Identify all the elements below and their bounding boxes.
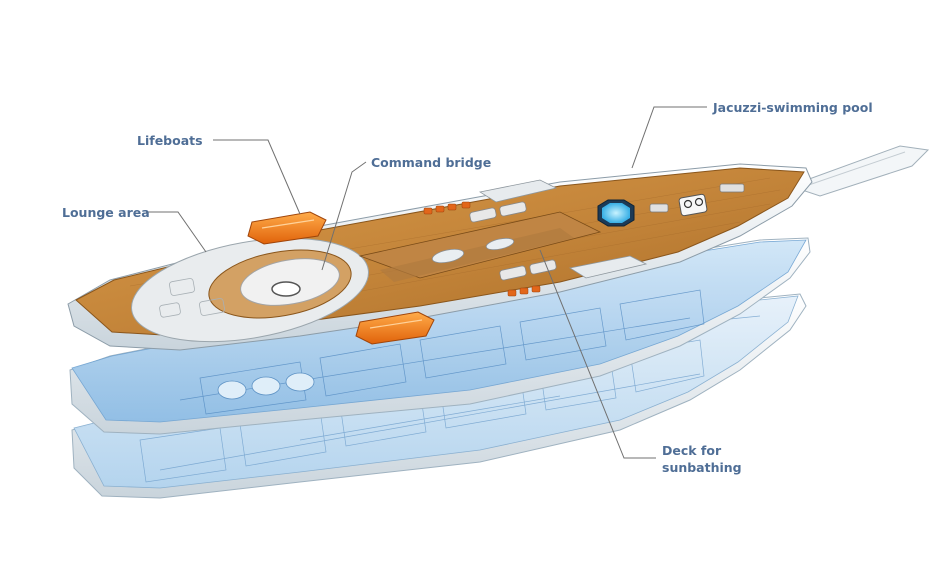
- label-deck-line1: Deck for: [662, 443, 722, 458]
- helm-wheel: [271, 281, 301, 297]
- label-lifeboats: Lifeboats: [137, 133, 203, 148]
- label-jacuzzi-swimming-pool: Jacuzzi-swimming pool: [713, 100, 873, 115]
- leader-lounge-area: [146, 211, 207, 253]
- label-lounge-area: Lounge area: [62, 205, 150, 220]
- lifeboat-icon: [355, 311, 435, 345]
- middle-deck-rooms: [179, 289, 705, 415]
- lifeboat-stern-upper: [247, 211, 327, 245]
- bridge-skylight: [431, 248, 465, 264]
- jacuzzi-pool: [597, 199, 635, 227]
- sunbathing-loungers: [469, 201, 557, 281]
- middle-deck-seating: [217, 372, 315, 400]
- lifeboat-icon: [247, 211, 327, 245]
- leader-jacuzzi: [631, 106, 707, 169]
- leader-command-bridge: [321, 161, 367, 271]
- middle-deck-layer: [69, 237, 811, 435]
- leader-lifeboats: [213, 139, 301, 215]
- command-bridge: [358, 211, 602, 282]
- davits: [478, 179, 648, 279]
- lounge-area: [131, 237, 369, 343]
- lifeboat-stern-lower: [355, 311, 435, 345]
- deck-cushions: [423, 201, 541, 297]
- leader-deck-sunbathing: [539, 249, 656, 459]
- label-command-bridge: Command bridge: [371, 155, 492, 170]
- leader-lines: [146, 106, 707, 459]
- bow-fittings: [649, 183, 745, 217]
- label-deck-line2: sunbathing: [662, 460, 742, 475]
- bowsprit: [788, 145, 930, 197]
- lounge-furniture: [159, 278, 225, 318]
- label-deck-for-sunbathing: Deck for sunbathing: [662, 442, 742, 476]
- top-deck-layer: [67, 145, 930, 351]
